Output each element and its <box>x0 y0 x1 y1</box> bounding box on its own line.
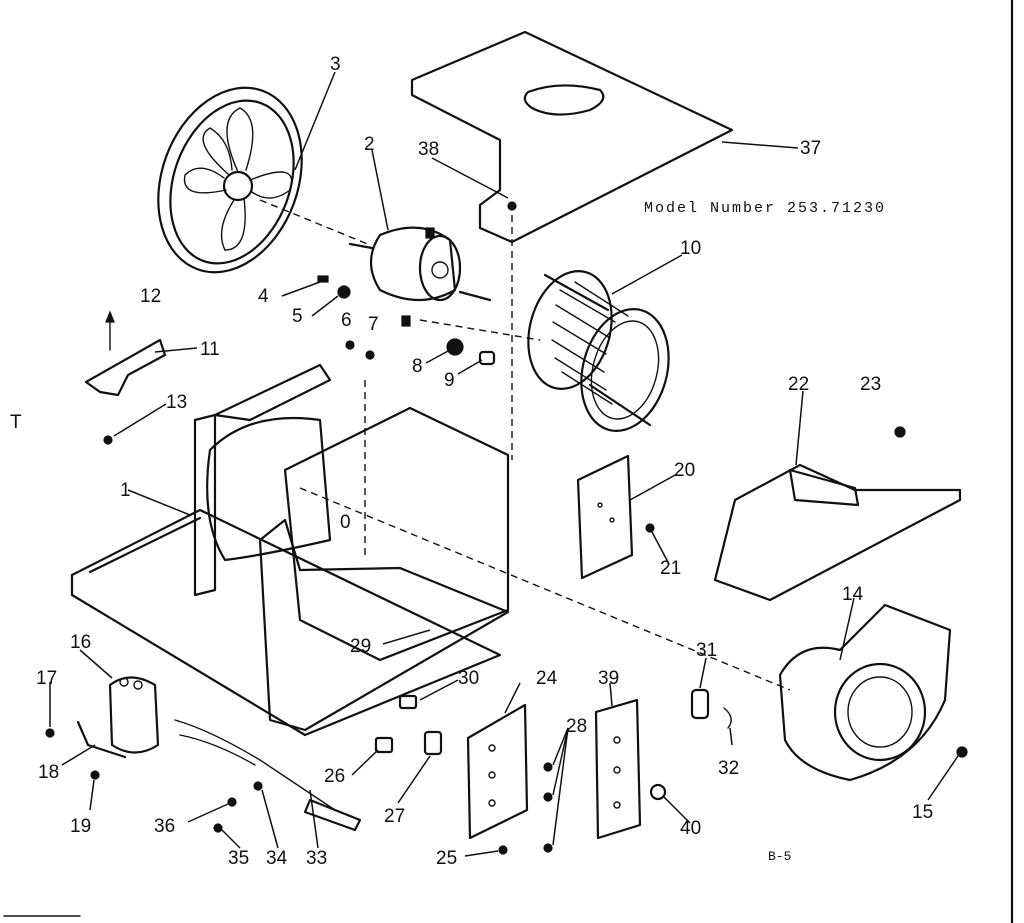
callout-8: 8 <box>412 356 423 377</box>
callout-33: 33 <box>306 848 327 869</box>
callout-29: 29 <box>350 636 371 657</box>
base-housing-1: 0 <box>70 363 791 737</box>
model-number-label: Model Number 253.71230 <box>644 200 886 217</box>
top-cover-37 <box>410 30 734 460</box>
callout-14: 14 <box>842 584 864 605</box>
scroll-housing-14 <box>778 603 968 782</box>
callout-3: 3 <box>330 54 341 75</box>
callout-5: 5 <box>292 306 303 327</box>
callout-27: 27 <box>384 806 405 827</box>
capacitor-16 <box>45 676 160 780</box>
callout-4: 4 <box>258 286 269 307</box>
callout-2: 2 <box>364 134 375 155</box>
callout-37: 37 <box>800 138 821 159</box>
callout-22: 22 <box>788 374 809 395</box>
callout-38: 38 <box>418 139 439 160</box>
callout-10: 10 <box>680 238 701 259</box>
callout-19: 19 <box>70 816 91 837</box>
callout-24: 24 <box>536 668 558 689</box>
callout-36: 36 <box>154 816 175 837</box>
wiring-33-36 <box>174 719 362 833</box>
scroll-cover-22 <box>713 426 962 602</box>
callout-25: 25 <box>436 848 457 869</box>
callout-9: 9 <box>444 370 455 391</box>
blower-wheel-10 <box>527 270 670 432</box>
callout-31: 31 <box>696 640 717 661</box>
callout-28: 28 <box>566 716 587 737</box>
callout-15: 15 <box>912 802 933 823</box>
fan-blade-3 <box>157 86 371 274</box>
motor-2 <box>348 226 541 341</box>
callout-6: 6 <box>341 310 352 331</box>
mounting-plate-39 <box>594 698 667 840</box>
callout-39: 39 <box>598 668 619 689</box>
diagram-code: B-5 <box>768 849 791 864</box>
callout-26: 26 <box>324 766 345 787</box>
bracket-11 <box>84 310 167 445</box>
callout-labels: 3 2 38 37 10 12 4 5 6 7 11 8 9 13 22 23 … <box>36 54 933 869</box>
relay-31 <box>690 688 732 729</box>
callout-40: 40 <box>680 818 701 839</box>
plate-20 <box>576 454 655 580</box>
callout-21: 21 <box>660 558 681 579</box>
control-panel-24 <box>374 694 553 855</box>
callout-17: 17 <box>36 668 57 689</box>
callout-32: 32 <box>718 758 739 779</box>
svg-text:0: 0 <box>340 512 351 533</box>
callout-18: 18 <box>38 762 59 783</box>
callout-1: 1 <box>120 480 131 501</box>
leader-lines <box>49 71 959 857</box>
callout-7: 7 <box>368 314 379 335</box>
side-mark: T <box>10 412 22 433</box>
callout-16: 16 <box>70 632 91 653</box>
callout-11: 11 <box>200 339 220 360</box>
callout-34: 34 <box>266 848 288 869</box>
callout-23: 23 <box>860 374 881 395</box>
callout-20: 20 <box>674 460 695 481</box>
callout-30: 30 <box>458 668 479 689</box>
callout-12: 12 <box>140 286 161 307</box>
hardware-4-9 <box>317 275 496 366</box>
callout-13: 13 <box>166 392 187 413</box>
callout-35: 35 <box>228 848 249 869</box>
